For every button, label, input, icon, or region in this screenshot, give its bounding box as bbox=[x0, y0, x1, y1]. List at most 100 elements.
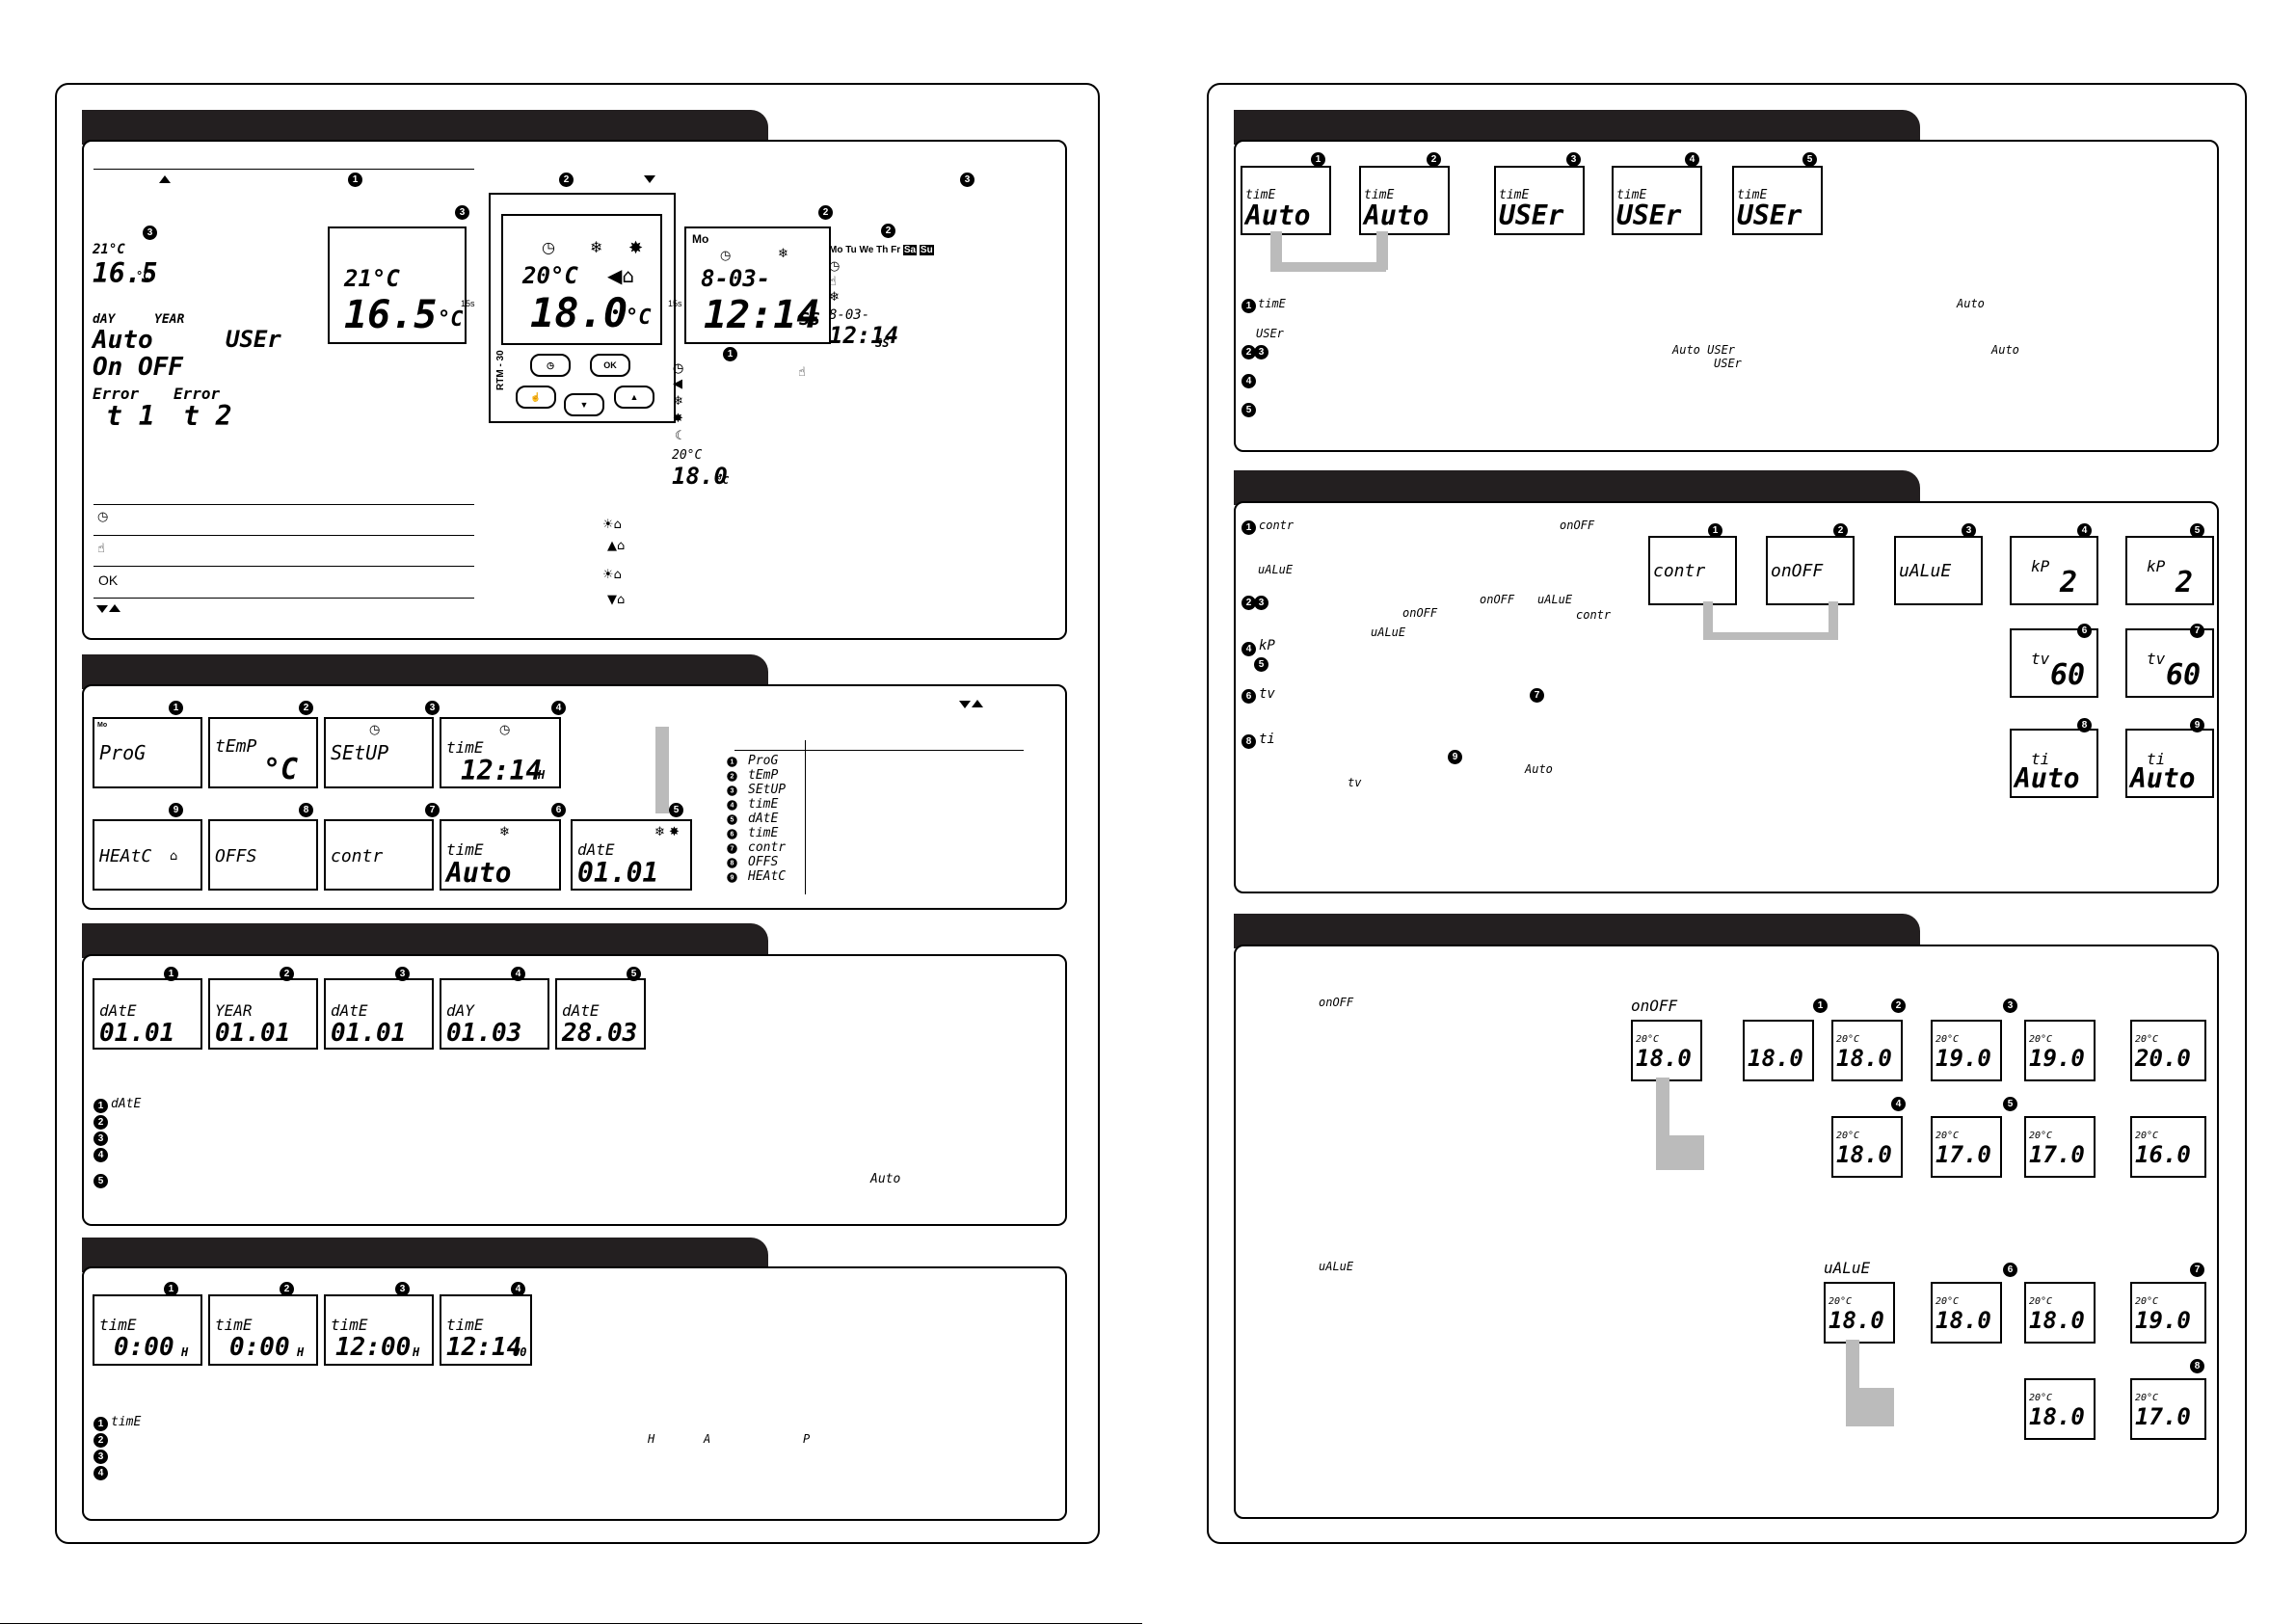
offset-lcd-small: 20°C bbox=[2029, 1393, 2053, 1403]
hand-icon: ☝ bbox=[829, 275, 837, 289]
up-arrow-icon bbox=[109, 604, 120, 612]
step-number: 5 bbox=[1241, 403, 1256, 417]
control-lcd-label: kP bbox=[2031, 557, 2050, 575]
section-header-menu bbox=[82, 654, 768, 689]
down-button[interactable]: ▼ bbox=[564, 393, 604, 416]
overview-day-label: dAY bbox=[93, 312, 116, 327]
clock-button[interactable]: ◷ bbox=[530, 354, 571, 377]
offset-lcd-big: 18.0 bbox=[2029, 1307, 2085, 1334]
day-fr: Fr bbox=[891, 245, 901, 255]
timemode-lcd-label: timE bbox=[1245, 188, 1276, 202]
date-lcd-value: 28.03 bbox=[562, 1019, 638, 1048]
day-sa: Sa bbox=[902, 245, 918, 255]
offset-lcd-small: 20°C bbox=[2135, 1393, 2159, 1403]
ok-button[interactable]: OK bbox=[590, 354, 630, 377]
step-number: 3 bbox=[1254, 345, 1268, 359]
menu-lcd-6-text: timE bbox=[446, 840, 484, 859]
step-number: 5 bbox=[669, 803, 683, 817]
step-number: 4 bbox=[93, 1148, 108, 1162]
step-number: 6 bbox=[2003, 1263, 2017, 1277]
offset-lcd-small: 20°C bbox=[2029, 1034, 2053, 1045]
flow-connector bbox=[1270, 231, 1282, 270]
flow-connector bbox=[1829, 601, 1838, 635]
step-number: 4 bbox=[551, 701, 566, 715]
time-lcd-unit: H bbox=[413, 1345, 420, 1359]
time-lcd-value: 0:00 bbox=[229, 1333, 290, 1362]
offset-lcd-big: 16.0 bbox=[2135, 1141, 2191, 1168]
lcd-left: 21°C 16.5 °C bbox=[328, 226, 467, 344]
step-number: 2 bbox=[818, 205, 833, 220]
timemode-auto-user-label: Auto USEr bbox=[1672, 343, 1736, 357]
offset-lcd-small: 20°C bbox=[2029, 1296, 2053, 1307]
flow-connector bbox=[655, 727, 669, 813]
flow-connector bbox=[1703, 632, 1838, 640]
overview-t2-error: t 2 bbox=[183, 400, 232, 432]
clock-icon: ◷ bbox=[542, 238, 555, 256]
offset-lcd-top-2: 18.0 bbox=[1743, 1020, 1814, 1081]
menu-lcd-4-text: timE bbox=[446, 738, 484, 757]
step-number: 1 bbox=[1241, 299, 1256, 313]
timemode-auto-label: Auto bbox=[1957, 297, 1985, 310]
step-number: 2 bbox=[881, 224, 895, 238]
date-auto-label: Auto bbox=[870, 1172, 901, 1186]
offset-lcd-small: 20°C bbox=[1936, 1131, 1960, 1141]
overview-user-label: USEr bbox=[226, 326, 281, 353]
overview-small-temp: 21°C bbox=[93, 242, 125, 257]
menu-lcd-5-text: dAtE bbox=[577, 840, 615, 859]
control-lcd-label: tv bbox=[2031, 650, 2050, 668]
menu-lcd-1-text: ProG bbox=[99, 741, 147, 764]
step-number: 1 bbox=[169, 701, 183, 715]
section-header-overview bbox=[82, 110, 768, 145]
day-mo: Mo bbox=[829, 245, 843, 255]
step-number: 5 bbox=[2003, 1097, 2017, 1111]
menu-list-item: ProG bbox=[748, 754, 779, 768]
sun-icon: ✸ bbox=[628, 238, 644, 258]
home-icon: ⌂ bbox=[170, 849, 178, 864]
overview-temp-unit: °C bbox=[136, 269, 150, 282]
step-number: 1 bbox=[1241, 520, 1256, 535]
menu-lcd-3: ◷ SEtUP bbox=[324, 717, 434, 788]
step-number: 1 bbox=[93, 1099, 108, 1113]
timemode-user2-label: USEr bbox=[1714, 357, 1742, 370]
step-number: 2 bbox=[93, 1433, 108, 1448]
control-onoff2-label: onOFF bbox=[1480, 593, 1515, 606]
clock-icon: ◷ bbox=[97, 510, 109, 524]
sun-home-icon: ☀⌂ bbox=[602, 518, 622, 532]
control-tv2-label: tv bbox=[1348, 776, 1362, 789]
date-lcd-label: dAtE bbox=[331, 1001, 368, 1020]
offset-lcd-small: 20°C bbox=[2135, 1034, 2159, 1045]
time-p-label: P bbox=[803, 1432, 811, 1446]
control-lcd-label: ti bbox=[2031, 750, 2050, 768]
offset-lcd-big: 17.0 bbox=[2135, 1403, 2191, 1430]
step-number: 6 bbox=[1241, 689, 1256, 704]
menu-lcd-7: contr bbox=[324, 819, 434, 891]
offset-lcd-big: 18.0 bbox=[1829, 1307, 1884, 1334]
date-step1-label: dAtE bbox=[111, 1097, 142, 1111]
step-number: 1 bbox=[1813, 998, 1828, 1013]
menu-list-item: timE bbox=[748, 826, 779, 840]
hand-button[interactable]: ☝ bbox=[516, 386, 556, 409]
menu-list-item: SEtUP bbox=[748, 783, 787, 797]
up-button[interactable]: ▲ bbox=[614, 386, 654, 409]
right-ss: SS bbox=[875, 336, 890, 350]
date-lcd-value: 01.03 bbox=[446, 1019, 522, 1048]
offset-lcd-big: 17.0 bbox=[2029, 1141, 2085, 1168]
offset-lcd-small: 20°C bbox=[2029, 1131, 2053, 1141]
lcd-left-big: 16.5 bbox=[344, 293, 438, 337]
date-lcd-value: 01.01 bbox=[215, 1019, 291, 1048]
date-lcd-label: dAY bbox=[446, 1001, 474, 1020]
step-number: 4 bbox=[511, 967, 525, 981]
step-number: 2 bbox=[1241, 596, 1256, 610]
timeout-label-2: 15s bbox=[668, 299, 682, 308]
time-lcd-value: 12:14 bbox=[446, 1333, 522, 1362]
date-lcd-value: 01.01 bbox=[331, 1019, 407, 1048]
